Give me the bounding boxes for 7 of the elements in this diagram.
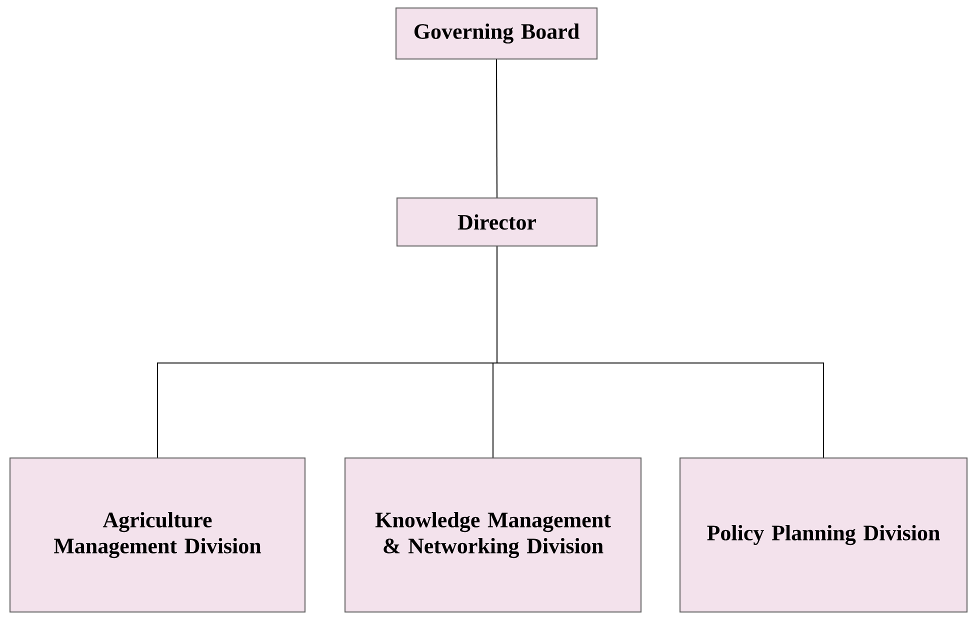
org-box: Knowledge Management & Networking Division	[344, 458, 642, 612]
org-box: Agriculture Management Division	[10, 458, 306, 612]
org-box: Director	[396, 198, 598, 246]
org-box: Governing Board	[396, 8, 598, 60]
connector-line	[496, 246, 824, 458]
connector-line	[496, 59, 498, 198]
org-box: Policy Planning Division	[680, 458, 968, 612]
